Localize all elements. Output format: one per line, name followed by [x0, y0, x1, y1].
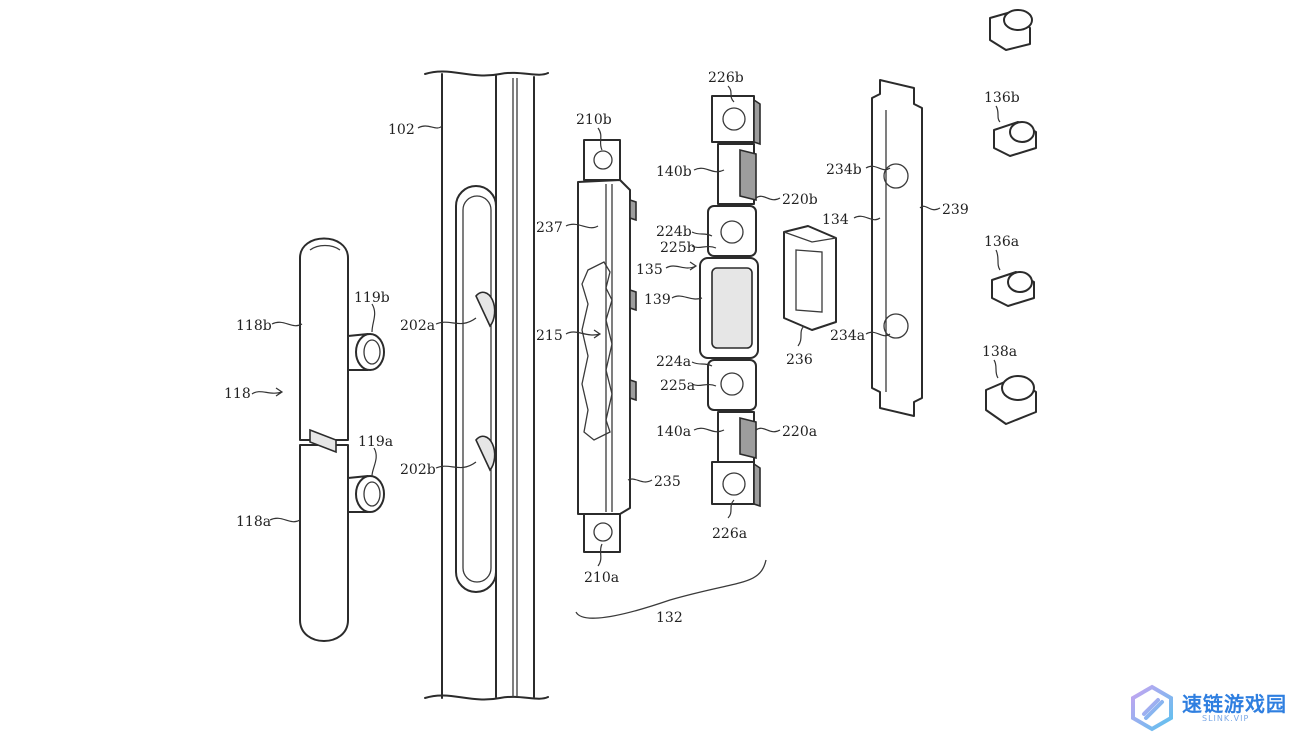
label-235: 235 — [654, 474, 681, 490]
label-234a: 234a — [830, 328, 865, 344]
label-202a: 202a — [400, 318, 435, 334]
label-202b: 202b — [400, 462, 436, 478]
label-138a: 138a — [982, 344, 1017, 360]
watermark-sub: SLINK.VIP — [1202, 714, 1250, 723]
label-210b: 210b — [576, 112, 612, 128]
label-140a: 140a — [656, 424, 691, 440]
label-132: 132 — [656, 610, 683, 626]
button-118 — [299, 237, 385, 642]
switch-assembly-135 — [699, 95, 761, 508]
fastener-138a — [985, 375, 1037, 425]
watermark-logo: 速链游戏园 SLINK.VIP — [1124, 684, 1294, 732]
housing-wall-102 — [424, 70, 549, 701]
label-118: 118 — [224, 386, 251, 402]
leader-lines — [251, 85, 1001, 619]
label-220a: 220a — [782, 424, 817, 440]
label-239: 239 — [942, 202, 969, 218]
label-136b: 136b — [984, 90, 1020, 106]
hexagon-logo-icon — [1131, 684, 1173, 732]
seal-236 — [783, 225, 837, 331]
label-224a: 224a — [656, 354, 691, 370]
label-225a: 225a — [660, 378, 695, 394]
label-119a: 119a — [358, 434, 393, 450]
label-210a: 210a — [584, 570, 619, 586]
bracket-plate-237 — [577, 139, 637, 553]
label-226a: 226a — [712, 526, 747, 542]
label-118b: 118b — [236, 318, 272, 334]
support-plate-134 — [871, 79, 923, 417]
label-136a: 136a — [984, 234, 1019, 250]
label-135: 135 — [636, 262, 663, 278]
label-225b: 225b — [660, 240, 696, 256]
label-102: 102 — [388, 122, 415, 138]
label-234b: 234b — [826, 162, 862, 178]
label-226b: 226b — [708, 70, 744, 86]
label-118a: 118a — [236, 514, 271, 530]
label-134: 134 — [822, 212, 849, 228]
label-236: 236 — [786, 352, 813, 368]
reference-labels: 102 118b 118 118a 119b 119a 202a 202b 21… — [224, 70, 1020, 626]
label-220b: 220b — [782, 192, 818, 208]
fastener-136b — [993, 121, 1037, 157]
fastener-top — [989, 9, 1033, 51]
label-215: 215 — [536, 328, 563, 344]
label-237: 237 — [536, 220, 563, 236]
label-119b: 119b — [354, 290, 390, 306]
fastener-136a — [991, 271, 1035, 307]
watermark-name: 速链游戏园 — [1182, 692, 1287, 716]
label-140b: 140b — [656, 164, 692, 180]
label-139: 139 — [644, 292, 671, 308]
label-224b: 224b — [656, 224, 692, 240]
